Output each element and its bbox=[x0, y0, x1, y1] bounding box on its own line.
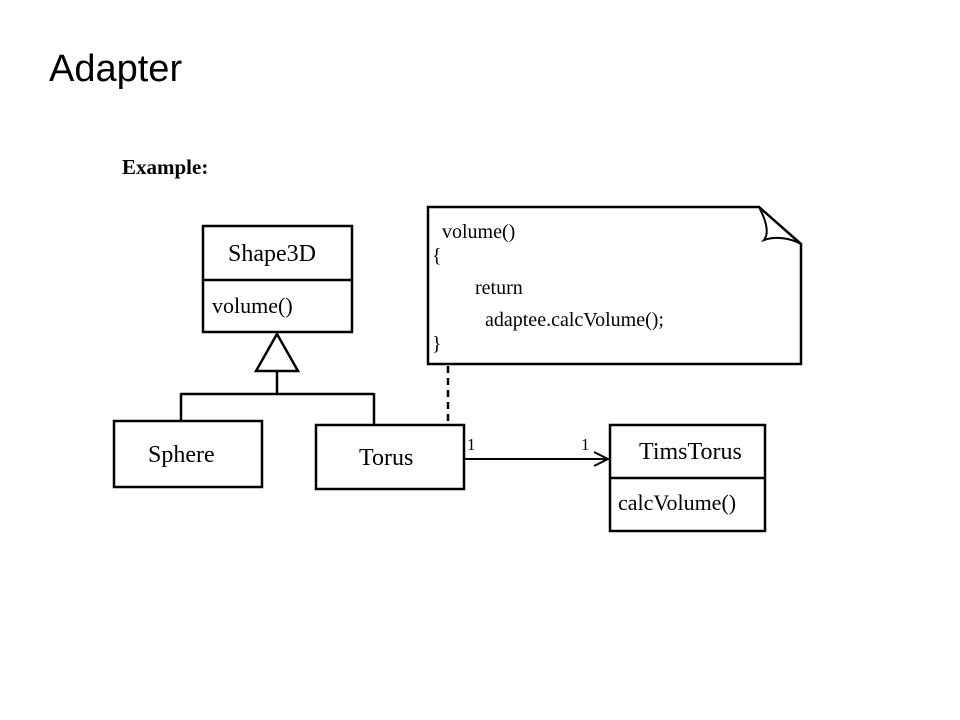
class-shape3d-method: volume() bbox=[212, 293, 293, 318]
note-line-4: adaptee.calcVolume(); bbox=[485, 309, 664, 331]
class-timstorus-method: calcVolume() bbox=[618, 490, 736, 515]
class-torus-name: Torus bbox=[359, 445, 413, 471]
class-timstorus-name: TimsTorus bbox=[639, 439, 742, 465]
class-sphere-box bbox=[112, 419, 264, 489]
note-line-2: { bbox=[432, 245, 442, 267]
inheritance-triangle bbox=[253, 331, 301, 373]
example-label: Example: bbox=[122, 155, 209, 179]
note-box bbox=[426, 205, 803, 366]
note-line-3: return bbox=[475, 277, 523, 299]
target-multiplicity: 1 bbox=[581, 435, 590, 454]
class-timstorus: TimsTorus calcVolume() bbox=[608, 423, 767, 533]
class-torus: Torus bbox=[314, 423, 466, 491]
class-torus-box bbox=[314, 423, 466, 491]
note-line-5: } bbox=[432, 333, 442, 355]
source-multiplicity: 1 bbox=[467, 435, 476, 454]
class-shape3d-name: Shape3D bbox=[228, 241, 316, 267]
class-sphere-name: Sphere bbox=[148, 442, 215, 468]
class-shape3d: Shape3D volume() bbox=[201, 224, 354, 334]
note-line-1: volume() bbox=[442, 221, 515, 243]
generalization-arrow bbox=[179, 331, 376, 425]
slide-title: Adapter bbox=[49, 48, 183, 90]
association-arrowhead bbox=[593, 451, 611, 467]
note: volume() { return adaptee.calcVolume(); … bbox=[426, 205, 803, 366]
class-sphere: Sphere bbox=[112, 419, 264, 489]
association: 1 1 bbox=[464, 435, 611, 467]
note-fold bbox=[758, 206, 802, 245]
